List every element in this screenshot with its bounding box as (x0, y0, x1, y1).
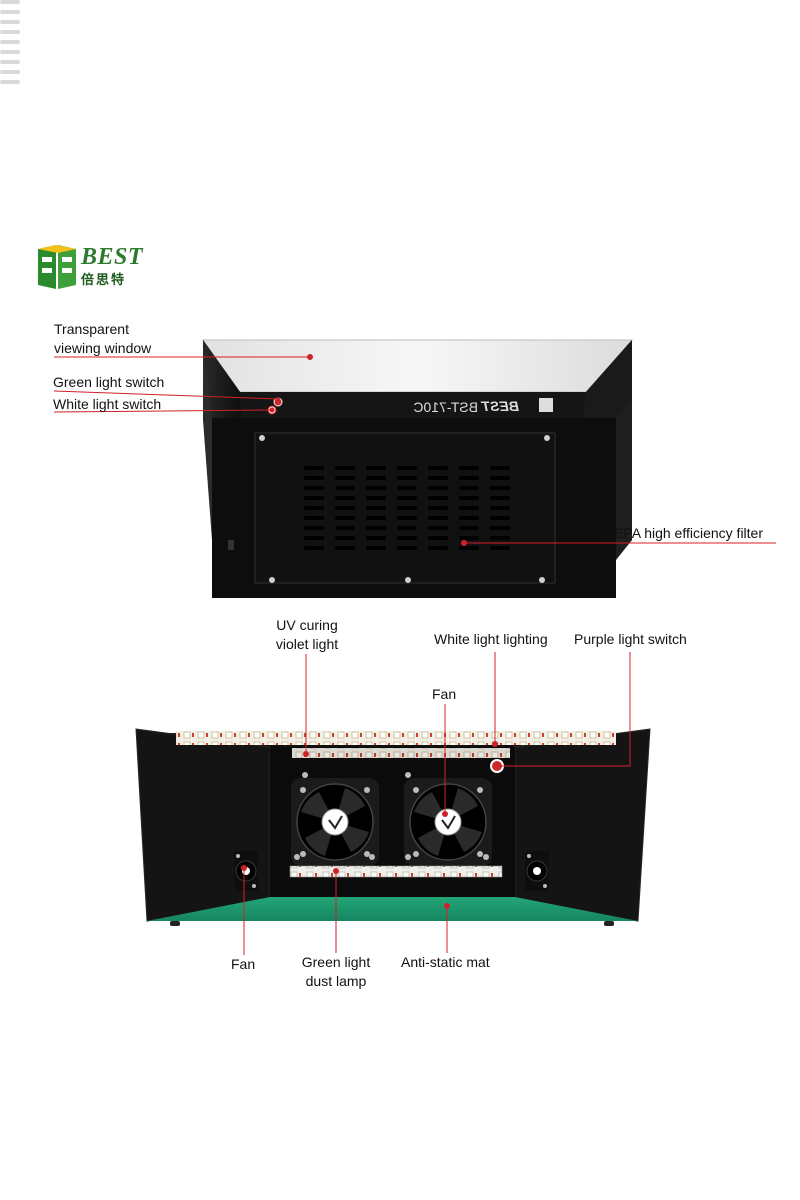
label-green-light-switch: Green light switch (53, 374, 165, 390)
anti-static-mat (147, 897, 638, 921)
label-uv-curing-light: UV curing violet light (275, 617, 339, 652)
left-door (135, 728, 271, 922)
label-white-light-switch: White light switch (53, 396, 162, 412)
uv-white-led-strip (176, 731, 616, 745)
device-interior-view (135, 728, 651, 926)
leader-lines (53, 354, 776, 955)
label-anti-static-mat: Anti-static mat (401, 954, 490, 970)
label-green-dust-lamp: Green light dust lamp (301, 954, 371, 989)
device-model-label: BST-710C (413, 399, 478, 415)
brand-logo: BEST 倍思特 (34, 243, 154, 293)
device-top-band (203, 340, 632, 420)
fan-left (291, 778, 379, 866)
logo-wordmark: BEST (81, 244, 144, 270)
device-top-view: BEST BST-710C (0, 0, 634, 598)
label-purple-light-switch: Purple light switch (574, 631, 687, 647)
device-logo-icon (539, 398, 553, 412)
side-fan-left (234, 851, 258, 891)
logo-mark-icon (38, 245, 76, 289)
viewing-window (202, 339, 634, 393)
label-hepa-filter: HEPA high efficiency filter (604, 525, 764, 541)
green-dust-lamp (289, 865, 503, 878)
side-fan-right (525, 851, 549, 891)
label-transparent-window: Transparent viewing window (54, 321, 152, 356)
label-fan-side: Fan (231, 956, 256, 972)
label-fan-top: Fan (432, 686, 457, 702)
label-white-light-lighting: White light lighting (434, 631, 548, 647)
device-brand-mark: BEST (480, 398, 519, 414)
logo-chinese-text: 倍思特 (81, 273, 127, 288)
fan-right (404, 778, 492, 866)
hepa-grille (0, 0, 20, 84)
